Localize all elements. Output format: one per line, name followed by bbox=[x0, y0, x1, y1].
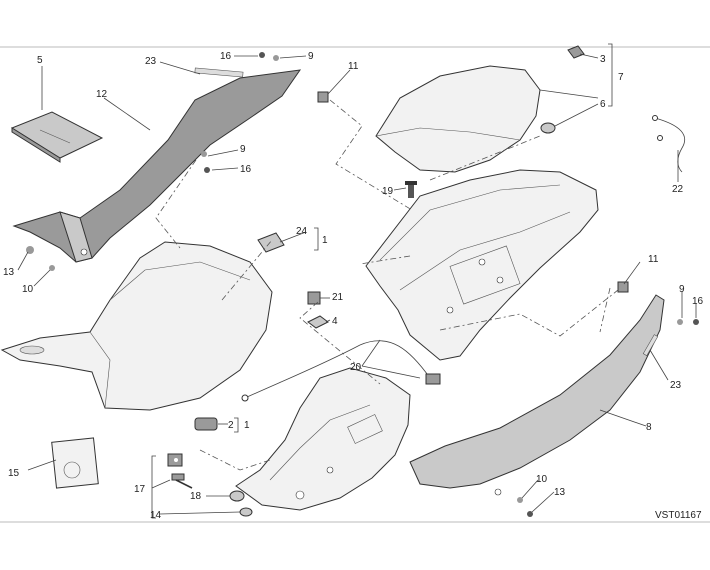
part-7-rear-seat[interactable] bbox=[375, 65, 541, 173]
callout-3: 3 bbox=[600, 54, 606, 65]
part-11-clip-right[interactable] bbox=[617, 281, 629, 293]
callout-12: 12 bbox=[96, 89, 108, 100]
callout-1-top: 1 bbox=[322, 235, 328, 246]
part-1-front-seat[interactable] bbox=[0, 241, 273, 411]
callout-labels: 5 23 16 9 11 3 7 6 12 9 16 22 19 24 1 13… bbox=[3, 51, 704, 521]
part-19-bolt[interactable] bbox=[405, 181, 417, 198]
part-18-grommet[interactable] bbox=[229, 490, 245, 502]
callout-4: 4 bbox=[332, 316, 338, 327]
part-12-left-side-panel[interactable] bbox=[12, 69, 302, 263]
callout-13-left: 13 bbox=[3, 267, 15, 278]
fasteners bbox=[26, 52, 699, 517]
callout-11-top: 11 bbox=[348, 61, 359, 72]
callout-15: 15 bbox=[8, 468, 20, 479]
callout-6: 6 bbox=[600, 99, 606, 110]
callout-9-mid: 9 bbox=[240, 144, 246, 155]
callout-9-top: 9 bbox=[308, 51, 314, 62]
leader-lines bbox=[17, 53, 697, 515]
callout-13-right: 13 bbox=[554, 487, 566, 498]
callout-18: 18 bbox=[190, 491, 202, 502]
callout-16-top: 16 bbox=[220, 51, 232, 62]
part-15-kit-bag[interactable] bbox=[51, 437, 99, 489]
callout-11-right: 11 bbox=[648, 254, 659, 265]
assembly-lines bbox=[155, 99, 619, 471]
part-5-booklet[interactable] bbox=[10, 111, 104, 163]
part-24-sticker[interactable] bbox=[257, 232, 285, 253]
callout-1-bottom: 1 bbox=[244, 420, 250, 431]
part-23-sticker-top[interactable] bbox=[194, 67, 244, 78]
part-21-plug[interactable] bbox=[307, 291, 321, 305]
callout-8: 8 bbox=[646, 422, 652, 433]
callout-19: 19 bbox=[382, 186, 394, 197]
callout-7: 7 bbox=[618, 72, 624, 83]
callout-9-right: 9 bbox=[679, 284, 685, 295]
callout-5: 5 bbox=[37, 55, 43, 66]
part-8-right-side-panel[interactable] bbox=[409, 294, 665, 496]
callout-2: 2 bbox=[228, 420, 234, 431]
part-4-bracket[interactable] bbox=[307, 315, 329, 329]
part-11-clip-top[interactable] bbox=[317, 91, 329, 103]
part-22-cable[interactable] bbox=[652, 115, 686, 173]
callout-23-right: 23 bbox=[670, 380, 682, 391]
callout-10-left: 10 bbox=[22, 284, 34, 295]
callout-23-top: 23 bbox=[145, 56, 157, 67]
group-brackets bbox=[151, 43, 613, 519]
callout-24: 24 bbox=[296, 226, 308, 237]
part-20-seat-cable[interactable] bbox=[241, 340, 441, 402]
callout-10-right: 10 bbox=[536, 474, 548, 485]
part-23-sticker-right[interactable] bbox=[642, 334, 659, 357]
rear-subframe bbox=[365, 169, 599, 361]
callout-20: 20 bbox=[350, 362, 362, 373]
underseat-tray bbox=[235, 367, 411, 511]
callout-22: 22 bbox=[672, 184, 684, 195]
callout-21: 21 bbox=[332, 292, 344, 303]
part-2-seat-lock[interactable] bbox=[194, 417, 218, 431]
part-3-bumper[interactable] bbox=[567, 45, 585, 59]
part-6-rubber-pad[interactable] bbox=[540, 122, 556, 134]
callout-17: 17 bbox=[134, 484, 146, 495]
part-14-fitting[interactable] bbox=[239, 507, 253, 517]
callout-16-mid: 16 bbox=[240, 164, 252, 175]
callout-16-right: 16 bbox=[692, 296, 704, 307]
drawing-code: VST01167 bbox=[655, 510, 702, 521]
part-17-lock-assembly[interactable] bbox=[167, 453, 193, 489]
callout-14: 14 bbox=[150, 510, 162, 521]
